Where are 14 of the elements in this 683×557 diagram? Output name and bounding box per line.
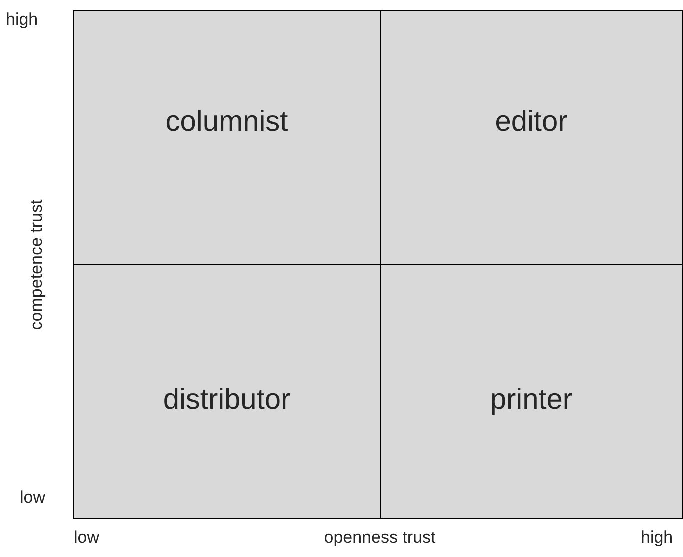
axis-tick-label: low	[74, 528, 100, 548]
axis-tick-label: low	[20, 488, 46, 508]
quadrant-label: columnist	[166, 106, 288, 139]
axis-tick-label: high	[641, 528, 674, 548]
quadrant-label: distributor	[163, 384, 291, 417]
axis-title: competence trust	[27, 200, 47, 330]
axis-title: openness trust	[324, 528, 436, 548]
quadrant-box	[380, 10, 683, 265]
quadrant-box	[73, 264, 381, 519]
quadrant-box	[380, 264, 683, 519]
quadrant-box	[73, 10, 381, 265]
quadrant-label: printer	[490, 384, 573, 417]
axis-tick-label: high	[6, 10, 38, 30]
quadrant-label: editor	[495, 106, 568, 139]
